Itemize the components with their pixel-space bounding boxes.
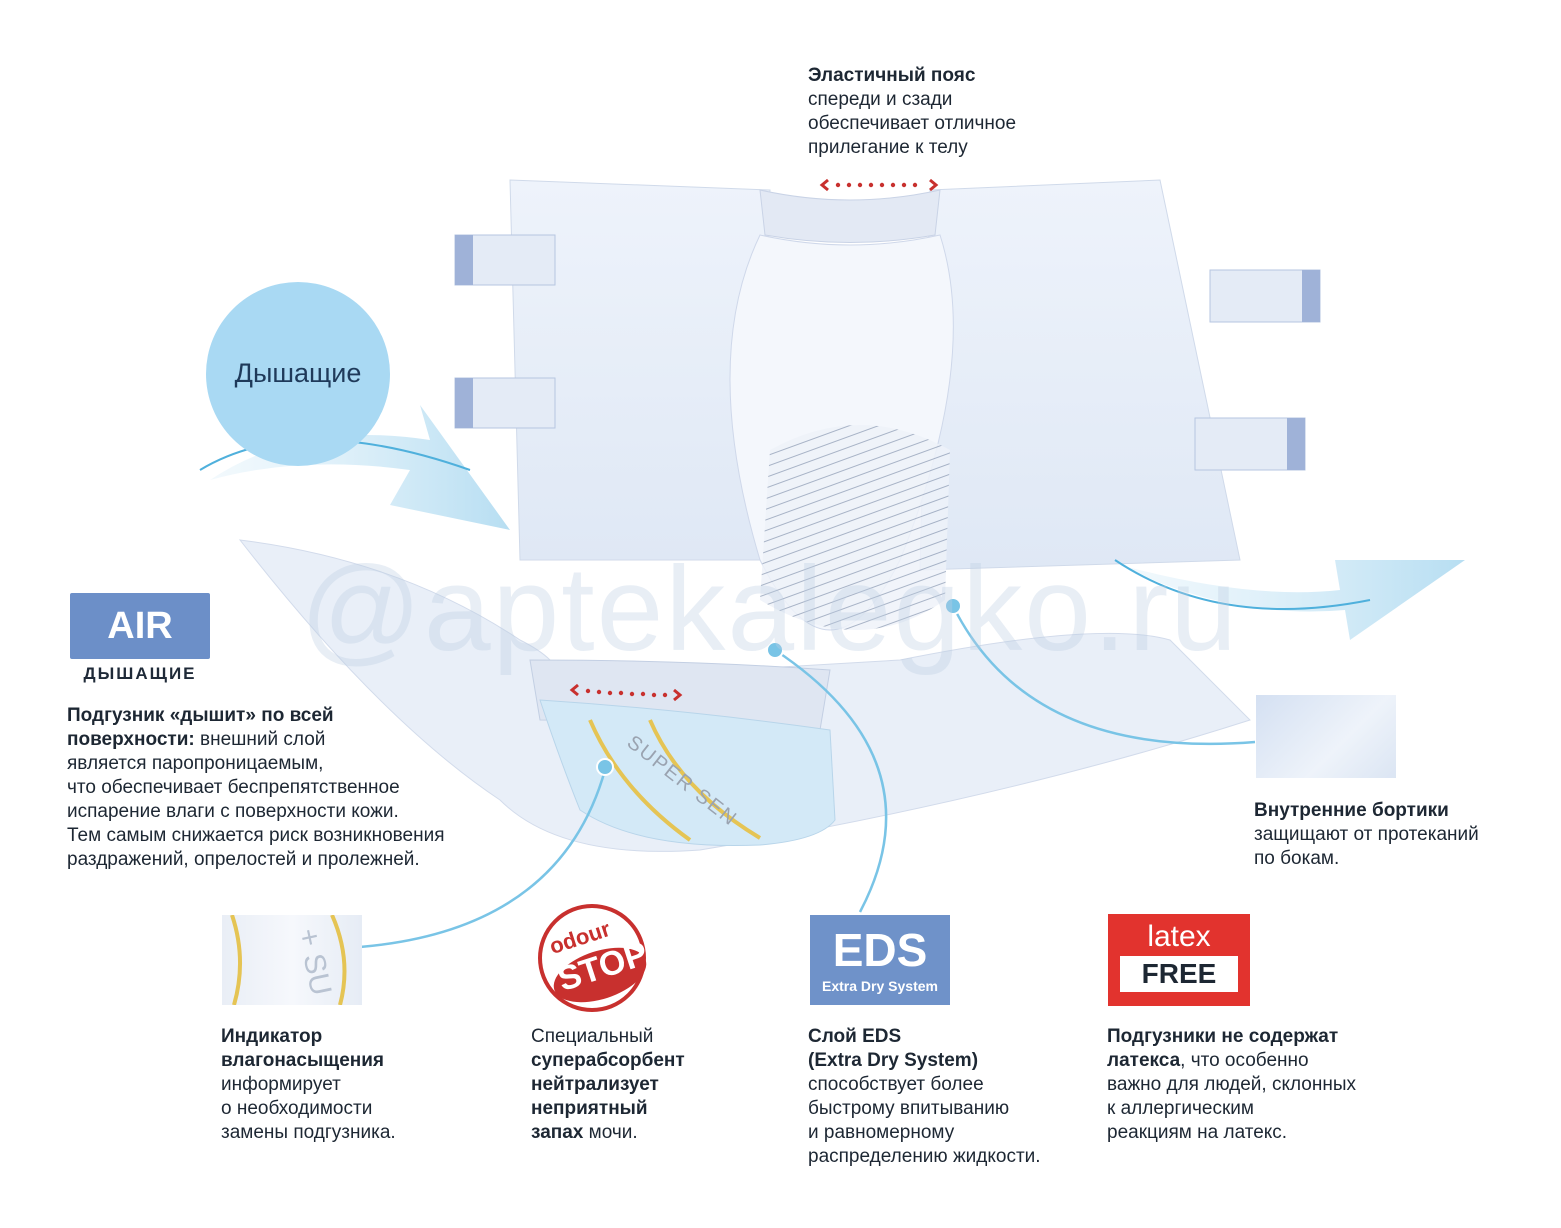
indicator-line: информирует — [221, 1074, 341, 1095]
elastic-belt-line: прилегание к телу — [808, 137, 968, 158]
breathable-line: раздражений, опрелостей и пролежней. — [67, 849, 420, 870]
breathable-bubble — [206, 282, 390, 466]
eds-block: Слой EDS (Extra Dry System) способствует… — [808, 1025, 1041, 1169]
air-badge-text: AIR — [107, 605, 173, 647]
eds-badge-subtitle: Extra Dry System — [822, 978, 938, 994]
elastic-belt-line: спереди и сзади — [808, 89, 953, 110]
odour-bold-line: суперабсорбент — [531, 1050, 685, 1071]
odour-block: Специальный суперабсорбент нейтрализует … — [531, 1025, 685, 1145]
eds-badge — [810, 915, 950, 1005]
eds-line: и равномерному — [808, 1122, 955, 1143]
indicator-title: влагонасыщения — [221, 1050, 385, 1071]
breathable-description: Подгузник «дышит» по всей поверхности: в… — [67, 704, 445, 872]
indicator-line: замены подгузника. — [221, 1122, 396, 1143]
latex-badge-bottom: FREE — [1141, 958, 1217, 989]
odour-bold-line: нейтрализует — [531, 1074, 659, 1095]
elastic-belt-line: обеспечивает отличное — [808, 113, 1017, 134]
eds-badge-text: EDS — [832, 924, 928, 976]
breathable-line: что обеспечивает беспрепятственное — [67, 777, 400, 798]
eds-line: быстрому впитыванию — [808, 1098, 1010, 1119]
latex-line: важно для людей, склонных — [1107, 1074, 1357, 1095]
indicator-title: Индикатор — [221, 1026, 323, 1047]
elastic-belt-title: Эластичный пояс — [808, 65, 976, 86]
breathable-bubble-label: Дышащие — [234, 358, 362, 388]
odour-bold-line: неприятный — [531, 1098, 648, 1119]
inner-cuffs-line: по бокам. — [1254, 848, 1340, 869]
inner-cuffs-image — [1256, 695, 1396, 778]
indicator-stripes — [230, 915, 347, 1005]
odour-line: Специальный — [531, 1026, 654, 1047]
latex-line: к аллергическим — [1107, 1098, 1254, 1119]
inner-cuffs-block: Внутренние бортики защищают от протекани… — [1254, 799, 1479, 871]
odour-line-rest: мочи. — [583, 1122, 638, 1143]
breathable-line: испарение влаги с поверхности кожи. — [67, 801, 399, 822]
latex-bold-line: Подгузники не содержат — [1107, 1026, 1339, 1047]
latex-line: реакциям на латекс. — [1107, 1122, 1288, 1143]
inner-cuffs-line: защищают от протеканий — [1254, 824, 1479, 845]
eds-title: (Extra Dry System) — [808, 1050, 979, 1071]
elastic-arrow-top — [819, 178, 939, 192]
breathable-line: является паропроницаемым, — [67, 753, 324, 774]
odour-bold-word: запах — [531, 1122, 584, 1143]
breathable-line: Тем самым снижается риск возникновения — [67, 825, 445, 846]
air-badge — [70, 593, 210, 659]
inner-cuffs-title: Внутренние бортики — [1254, 800, 1449, 821]
elastic-belt-block: Эластичный пояс спереди и сзади обеспечи… — [808, 64, 1016, 160]
indicator-line: о необходимости — [221, 1098, 373, 1119]
air-badge-subtitle: ДЫШАЩИЕ — [83, 664, 197, 683]
latex-block: Подгузники не содержат латекса, что особ… — [1107, 1025, 1356, 1145]
latex-badge-inner — [1120, 956, 1238, 992]
latex-bold-word: латекса — [1107, 1050, 1181, 1071]
breathable-line-rest: внешний слой — [194, 729, 326, 750]
eds-title: Слой EDS — [808, 1026, 902, 1047]
watermark: @aptekalegko.ru — [300, 542, 1240, 676]
latex-line-rest: , что особенно — [1180, 1050, 1309, 1071]
eds-line: способствует более — [808, 1074, 984, 1095]
eds-line: распределению жидкости. — [808, 1146, 1041, 1167]
latex-badge-top: latex — [1147, 920, 1211, 953]
breathable-bold-line: Подгузник «дышит» по всей — [67, 705, 334, 726]
breathable-bold-word: поверхности: — [67, 729, 195, 750]
indicator-block: Индикатор влагонасыщения информирует о н… — [221, 1025, 396, 1145]
